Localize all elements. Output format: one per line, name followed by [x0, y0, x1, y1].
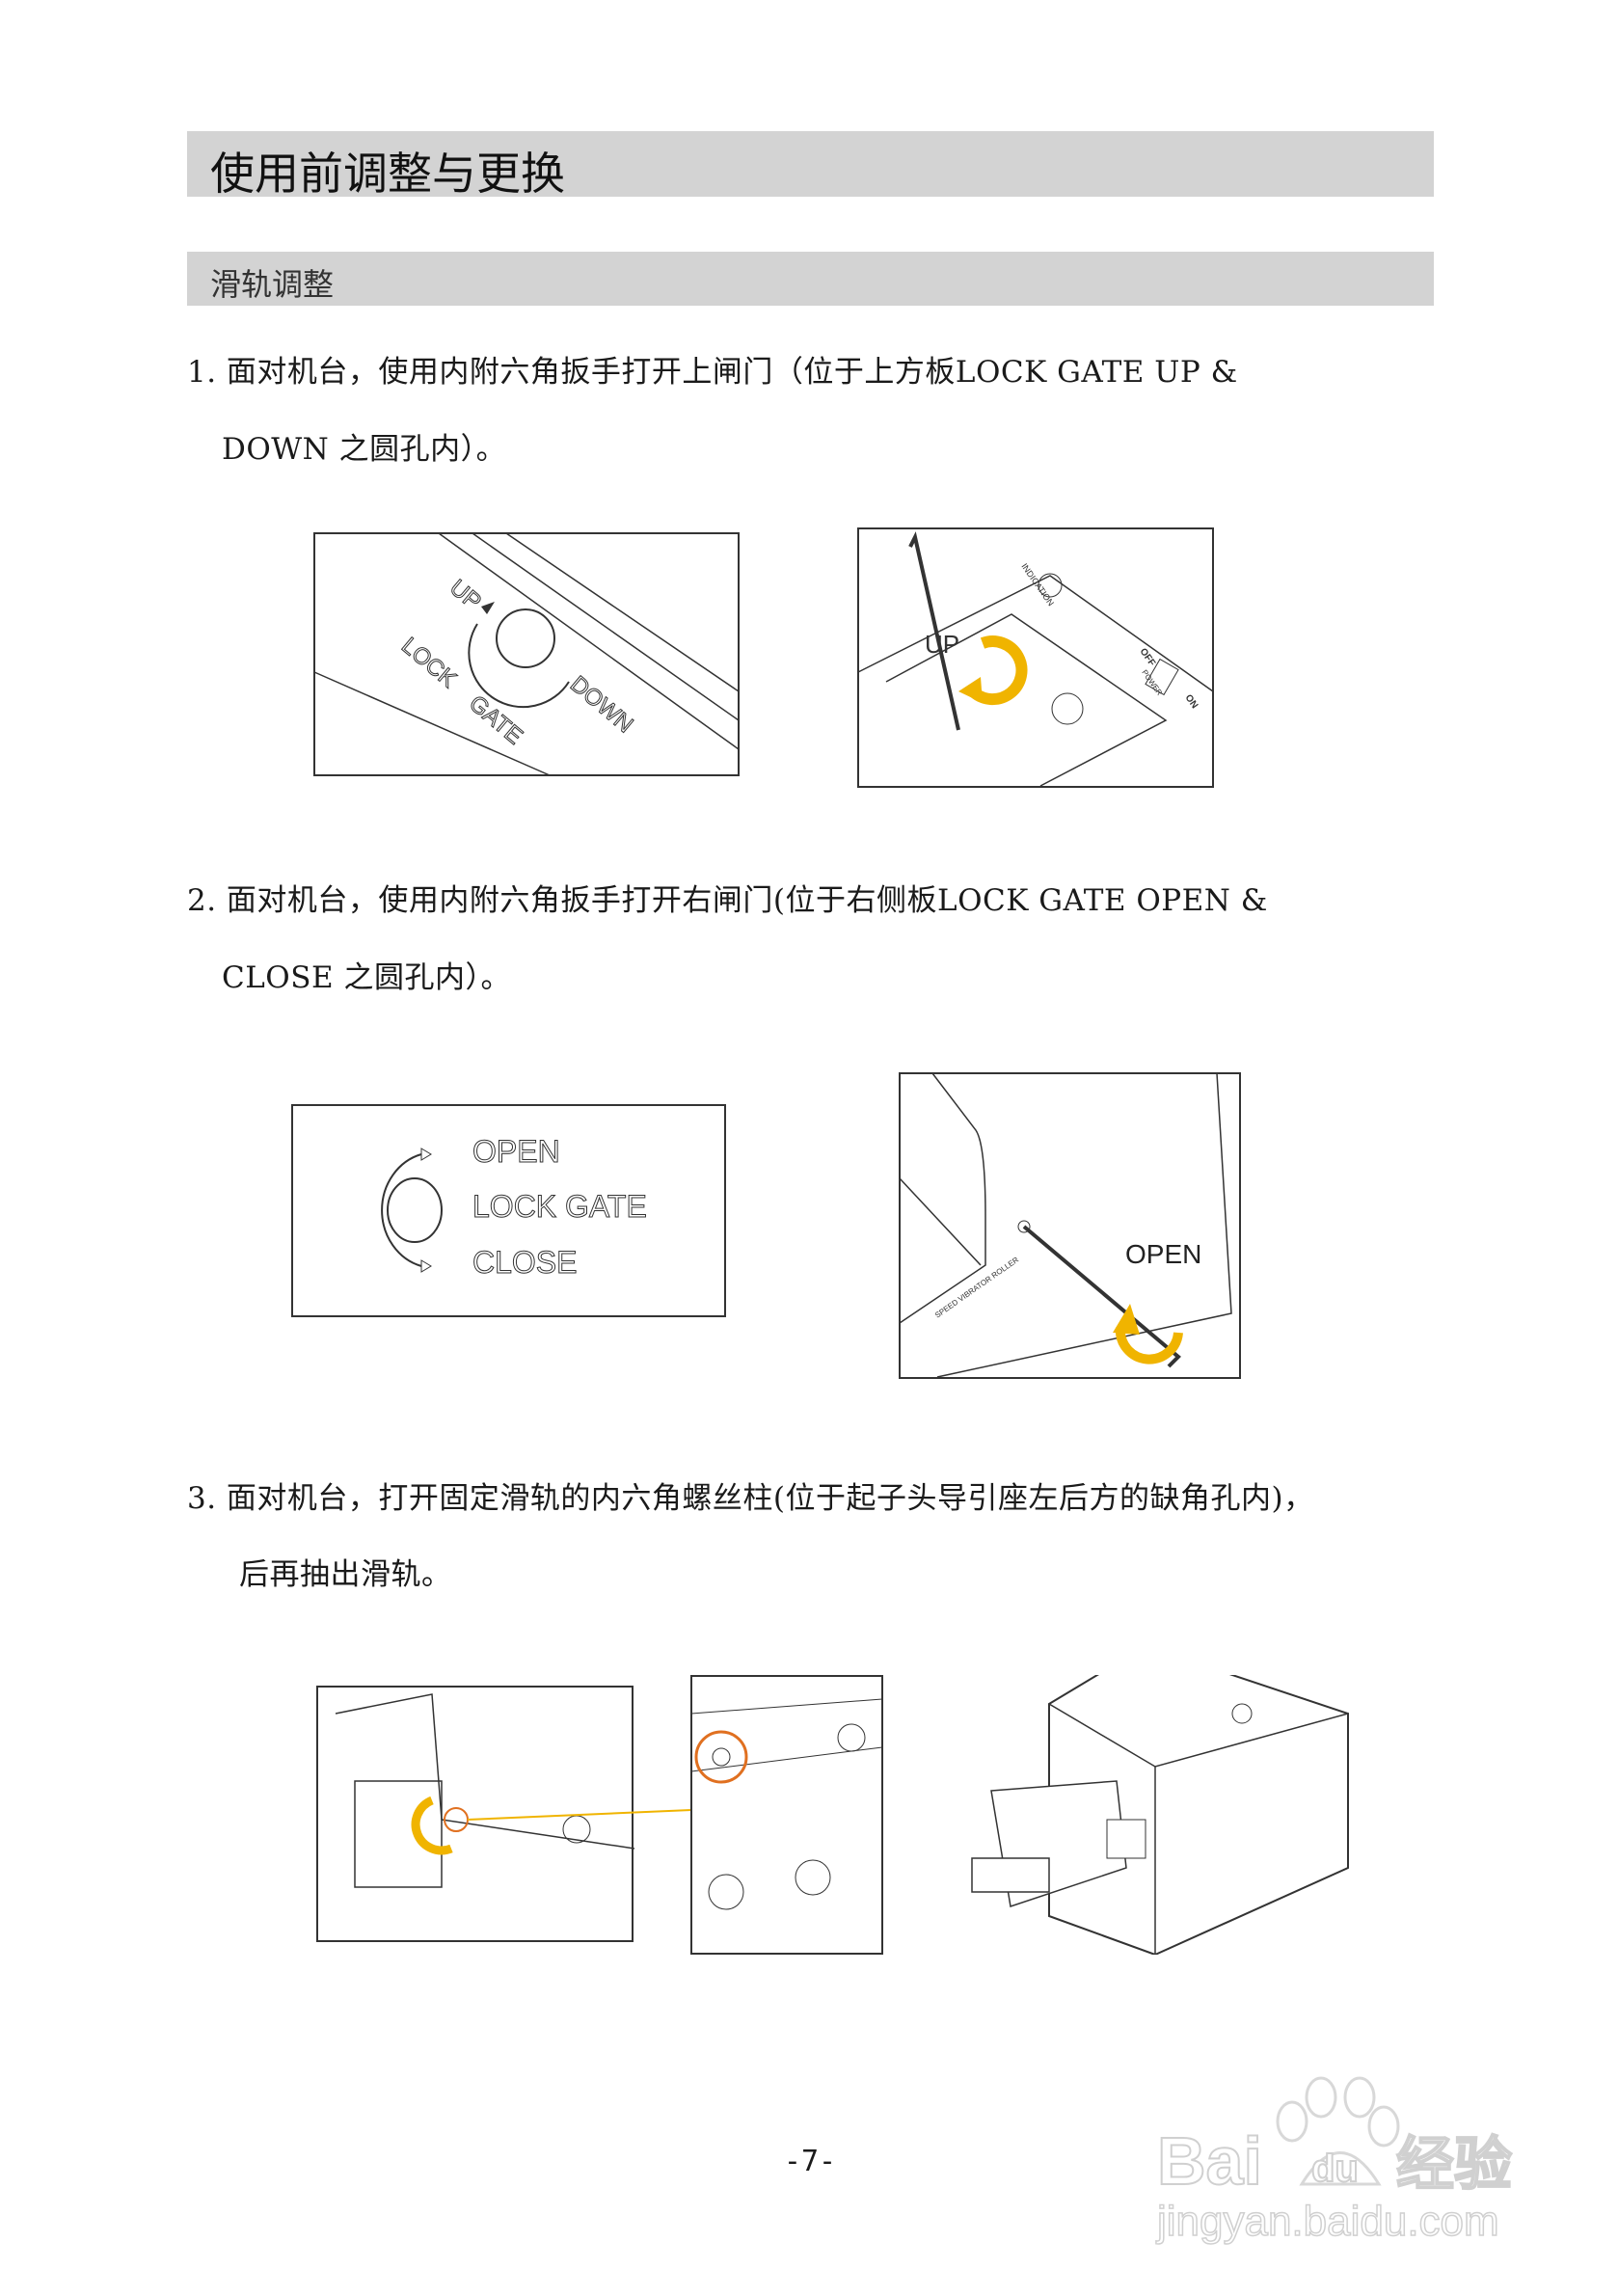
watermark-url: jingyan.baidu.com: [1155, 2198, 1499, 2245]
page-title: 使用前调整与更换: [210, 148, 565, 200]
svg-text:du: du: [1311, 2147, 1359, 2190]
baidu-jingyan-watermark: Bai du 经验 jingyan.baidu.com: [1154, 2076, 1513, 2246]
step-2-line-1: 2. 面对机台，使用内附六角扳手打开右闸门(位于右侧板LOCK GATE OPE…: [187, 883, 1268, 918]
open-label: OPEN: [1125, 1239, 1201, 1269]
svg-text:经验: 经验: [1396, 2132, 1512, 2197]
screw-closeup-view: [690, 1675, 883, 1955]
page-title-bar: 使用前调整与更换: [187, 131, 1434, 200]
top-gate-wrench-diagram: UP INDICATION OFF POWER ON: [857, 527, 1214, 788]
rotate-arrow-icon: [1113, 1304, 1140, 1335]
side-gate-wrench-diagram: OPEN SPEED VIBRATOR ROLLER: [899, 1072, 1241, 1379]
machine-with-rail-removed: [971, 1675, 1349, 1955]
step-3-line-2: 后再抽出滑轨。: [239, 1557, 452, 1592]
open-label: OPEN: [472, 1134, 560, 1169]
section-title-bar: 滑轨调整: [187, 252, 1434, 306]
lock-gate-open-close-diagram: OPEN LOCK GATE CLOSE: [291, 1104, 726, 1317]
close-label: CLOSE: [472, 1245, 577, 1280]
step-1-line-1: 1. 面对机台，使用内附六角扳手打开上闸门（位于上方板LOCK GATE UP …: [187, 355, 1238, 390]
section-title: 滑轨调整: [210, 266, 335, 303]
power-switch: [1145, 658, 1179, 696]
lock-gate-up-down-diagram: UP DOWN LOCK GATE: [313, 532, 740, 776]
page-number: -7-: [783, 2145, 837, 2178]
lock-gate-label: LOCK GATE: [472, 1189, 647, 1224]
svg-text:Bai: Bai: [1157, 2123, 1262, 2199]
step-1-line-2: DOWN 之圆孔内）。: [222, 432, 507, 467]
step-3-line-1: 3. 面对机台，打开固定滑轨的内六角螺丝柱(位于起子头导引座左后方的缺角孔内)，: [187, 1481, 1314, 1516]
slide-rail-removal-diagrams: [316, 1675, 1349, 1955]
up-label: UP: [925, 630, 959, 659]
rotate-arrow-icon: [958, 677, 983, 703]
step-2-line-2: CLOSE 之圆孔内）。: [222, 960, 511, 995]
